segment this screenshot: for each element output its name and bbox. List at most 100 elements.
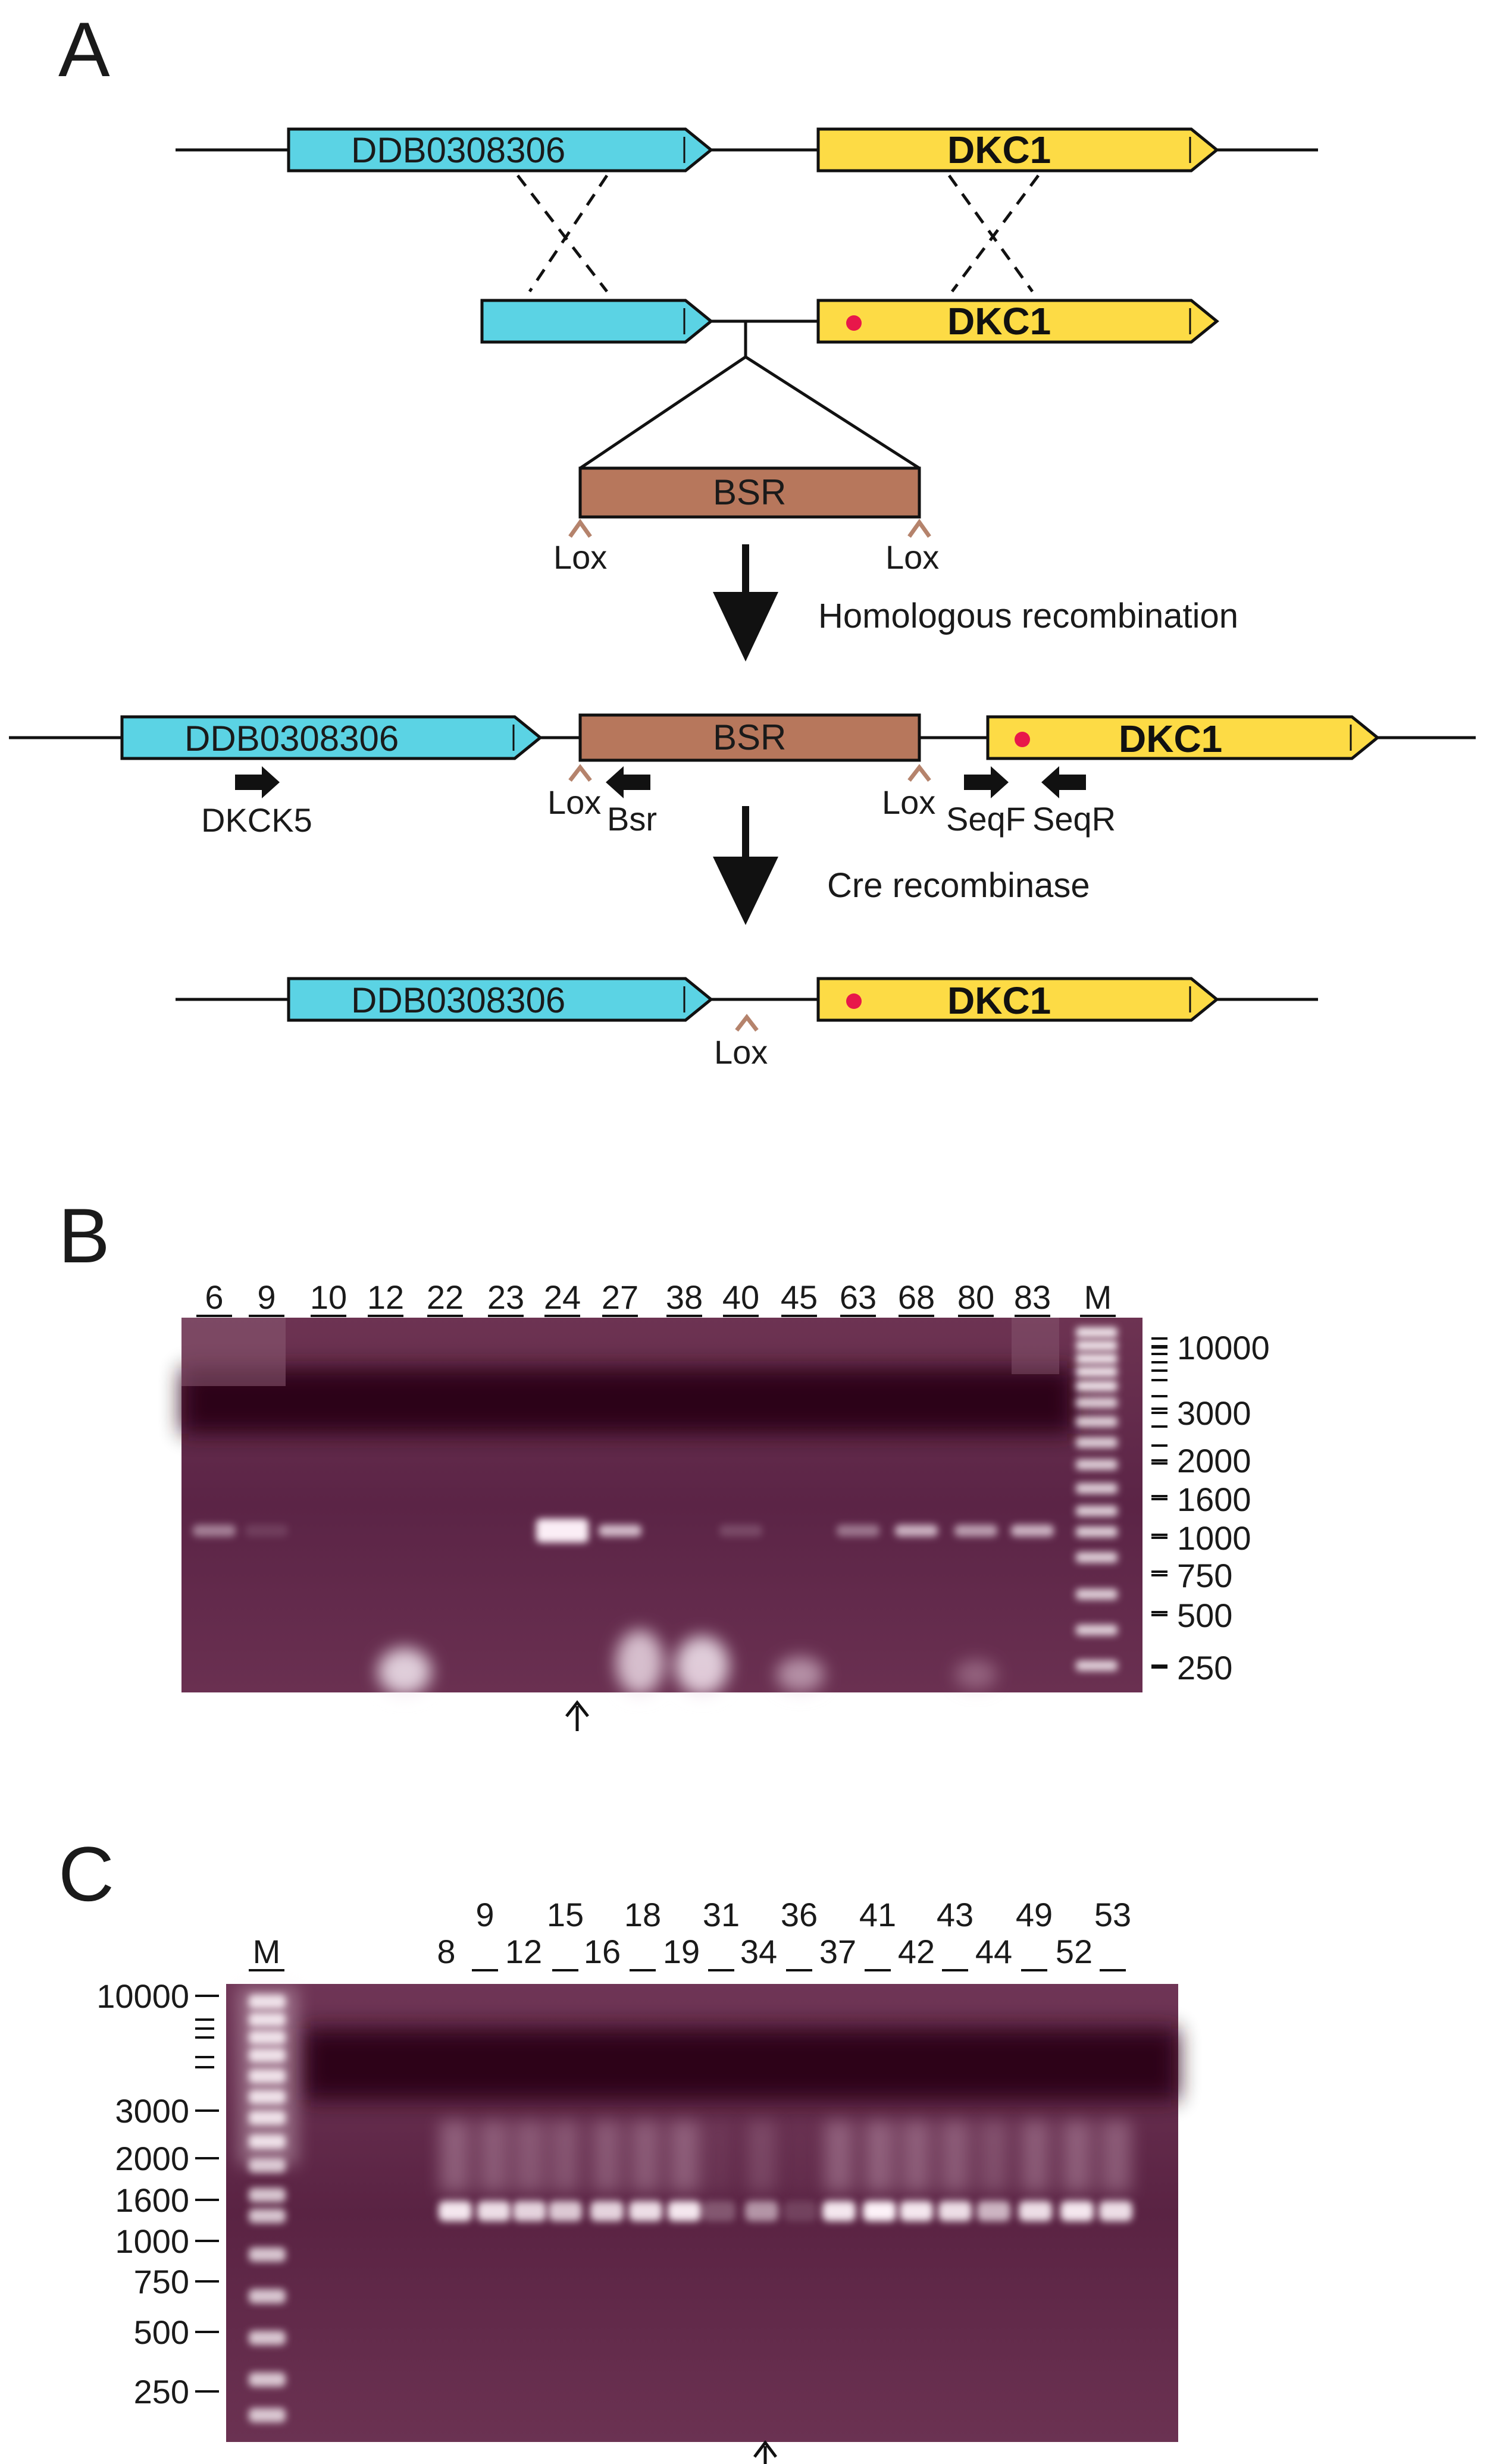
step-arrow-1: Homologous recombination xyxy=(713,544,1238,662)
gel-c-band xyxy=(477,2201,511,2221)
gel-b-lane-label: 22 xyxy=(427,1278,464,1316)
dkc1-gene-label-3: DKC1 xyxy=(947,979,1051,1022)
gel-b-size-label: 1600 xyxy=(1177,1481,1251,1518)
gel-c-smear xyxy=(669,2121,700,2192)
panel-a: A DDB0308306 DKC1 DKC1 xyxy=(9,6,1476,1071)
gel-c-band xyxy=(549,2201,582,2221)
lox-site-5 xyxy=(735,1014,759,1032)
gel-c-ladder-band xyxy=(249,2408,286,2422)
primer-seqf-label: SeqF xyxy=(946,800,1026,838)
gel-c-lane-label-bottom: 42 xyxy=(898,1933,935,1970)
gel-c-lane-arrow xyxy=(753,2440,777,2464)
gel-c-band xyxy=(822,2201,856,2221)
gel-c-smear xyxy=(864,2121,895,2192)
gel-b-lane-label: M xyxy=(1084,1278,1112,1316)
ddb-gene-label-3: DDB0308306 xyxy=(351,980,565,1020)
gel-b-lane-label: 27 xyxy=(602,1278,638,1316)
gel-b-band xyxy=(536,1519,589,1543)
gel-c-ladder-band xyxy=(249,2372,286,2387)
dkc1-fragment-box xyxy=(816,299,1219,344)
gel-b-ladder-band xyxy=(1076,1353,1118,1364)
lox-label-3: Lox xyxy=(547,783,601,821)
primer-dkck5-arrow xyxy=(235,766,280,798)
gel-c-band xyxy=(629,2201,662,2221)
gel-c xyxy=(226,1984,1178,2442)
gel-c-smear xyxy=(630,2121,661,2192)
gel-c-lane-label-top: 43 xyxy=(937,1896,973,1933)
primer-bsr-arrow xyxy=(606,766,650,798)
dkc1-gene-box-2 xyxy=(986,715,1380,760)
ddb-gene-label-2: DDB0308306 xyxy=(184,719,399,758)
gel-c-lane-label-top: 18 xyxy=(624,1896,661,1933)
gel-c-smear xyxy=(746,2121,777,2192)
gel-b-lane-label: 63 xyxy=(840,1278,877,1316)
gel-c-band xyxy=(590,2201,624,2221)
primer-bsr-label: Bsr xyxy=(607,800,657,838)
ddb-fragment-box xyxy=(480,299,713,344)
mutation-mark-3 xyxy=(846,993,862,1009)
gel-c-lane-label-bottom: 52 xyxy=(1056,1933,1093,1970)
gel-c-band xyxy=(1060,2201,1094,2221)
gel-b-ladder-band xyxy=(1076,1327,1118,1338)
gel-b-band xyxy=(599,1525,641,1537)
step-label-homologous: Homologous recombination xyxy=(818,597,1238,635)
crossover-lines xyxy=(517,174,1040,293)
gel-b-ladder xyxy=(1076,1327,1118,1671)
step-arrow-2: Cre recombinase xyxy=(713,806,1090,925)
gel-b-ladder-band xyxy=(1076,1416,1118,1427)
gel-b-ladder-band xyxy=(1076,1437,1118,1448)
gel-c-size-label: 1000 xyxy=(115,2222,189,2260)
gel-b-lane-label: 6 xyxy=(205,1278,223,1316)
lox-site-3 xyxy=(568,764,592,782)
gel-c-smear xyxy=(440,2121,471,2192)
gel-b-well-band xyxy=(181,1368,1074,1434)
gel-c-band xyxy=(702,2201,735,2221)
gel-c-lane-label-top: 53 xyxy=(1094,1896,1131,1933)
gel-c-ladder-band xyxy=(249,2247,286,2262)
gel-c-band xyxy=(439,2201,472,2221)
gel-c-smear xyxy=(703,2121,734,2192)
gel-b-ladder-band xyxy=(1076,1506,1118,1516)
gel-c-band xyxy=(513,2201,546,2221)
gel-c-lane-label-bottom: 44 xyxy=(975,1933,1012,1970)
gel-c-size-label: 500 xyxy=(134,2313,189,2351)
gel-b-lane-label: 80 xyxy=(957,1278,994,1316)
gel-c-marker-lane-label: M xyxy=(253,1933,281,1970)
gel-b-size-label: 10000 xyxy=(1177,1329,1270,1366)
lox-site-left xyxy=(568,518,592,538)
gel-b-ladder-band xyxy=(1076,1366,1118,1377)
bsr-cassette-box-2 xyxy=(578,713,921,762)
ddb-gene-label: DDB0308306 xyxy=(351,130,565,170)
gel-b-ladder-band xyxy=(1076,1589,1118,1600)
gel-c-smear xyxy=(478,2121,509,2192)
gel-b-ladder-band xyxy=(1076,1625,1118,1635)
gel-b-lane-label: 23 xyxy=(487,1278,524,1316)
gel-c-lane-label-bottom: 8 xyxy=(437,1933,455,1970)
gel-b-lane-label: 10 xyxy=(310,1278,347,1316)
gel-c-lane-label-bottom: 12 xyxy=(505,1933,542,1970)
gel-c-size-label: 2000 xyxy=(115,2140,189,2177)
wildtype-locus: DDB0308306 DKC1 xyxy=(176,127,1318,173)
gel-c-smear xyxy=(824,2121,854,2192)
gel-c-band xyxy=(784,2201,817,2221)
dkc1-gene-box-3 xyxy=(816,977,1219,1022)
gel-c-size-label: 750 xyxy=(134,2263,189,2300)
dkc1-gene-box xyxy=(816,127,1219,173)
gel-b-band xyxy=(954,1525,997,1537)
gel-c-smear xyxy=(1062,2121,1093,2192)
gel-c-bands xyxy=(439,2121,1132,2221)
gel-b-band xyxy=(245,1525,288,1537)
gel-c-band xyxy=(863,2201,896,2221)
gel-c-lane-label-top: 41 xyxy=(859,1896,896,1933)
gel-b-ladder-band xyxy=(1076,1340,1118,1351)
gel-c-band xyxy=(745,2201,778,2221)
gel-b-ladder-band xyxy=(1076,1381,1118,1391)
recombined-locus: DDB0308306 BSR DKC1 Lox Lox DKCK5 Bsr Se… xyxy=(9,713,1476,839)
gel-b-lane-label: 9 xyxy=(257,1278,276,1316)
gel-b-lane-label: 12 xyxy=(367,1278,404,1316)
gel-c-size-label: 250 xyxy=(134,2373,189,2410)
